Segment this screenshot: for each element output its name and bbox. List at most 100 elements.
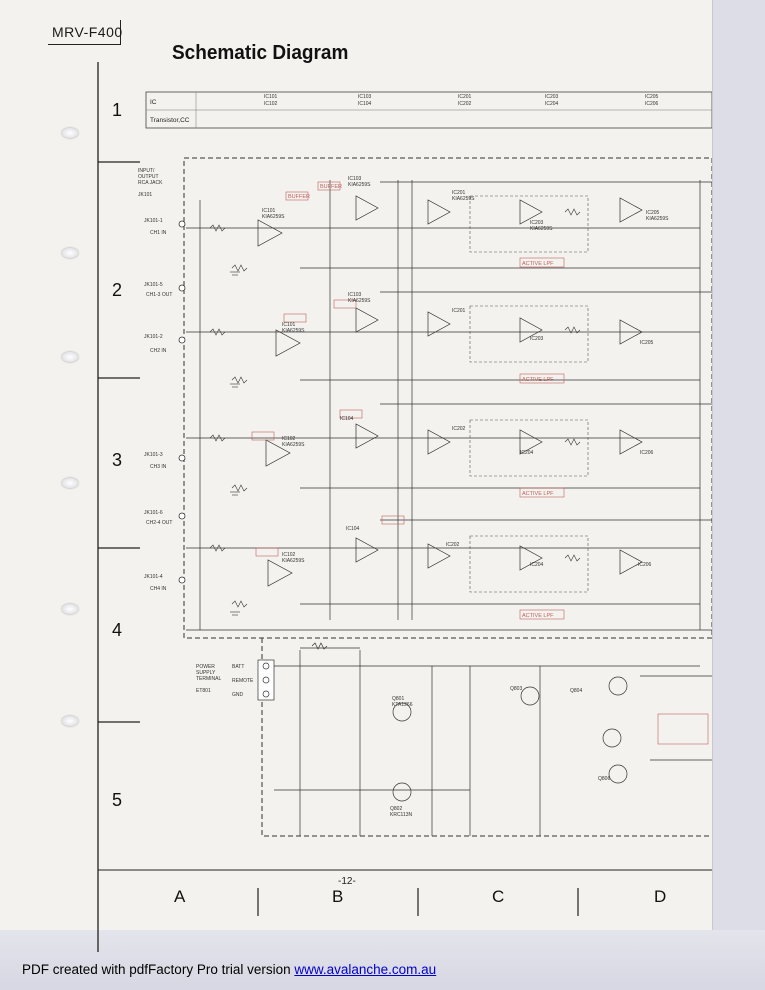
grid-row-4: 4 [112, 620, 123, 640]
svg-text:KIA6259S: KIA6259S [282, 442, 305, 448]
svg-text:IC204: IC204 [520, 450, 534, 456]
svg-text:IC202: IC202 [446, 542, 460, 548]
grid-row-2: 2 [112, 280, 123, 300]
svg-text:BUFFER: BUFFER [320, 184, 342, 190]
page-bottom-band [0, 930, 765, 990]
svg-text:Q804: Q804 [570, 688, 582, 694]
svg-text:ET801: ET801 [196, 688, 211, 694]
binder-hole-3 [62, 352, 78, 362]
svg-text:KIA6259S: KIA6259S [348, 182, 371, 188]
svg-text:ACTIVE LPF: ACTIVE LPF [522, 491, 554, 497]
svg-text:INPUT/: INPUT/ [138, 168, 155, 174]
svg-text:IC206: IC206 [638, 562, 652, 568]
svg-text:IC101: IC101 [264, 94, 278, 100]
page-number: -12- [338, 876, 356, 887]
svg-text:BUFFER: BUFFER [288, 194, 310, 200]
svg-text:KIA6259S: KIA6259S [646, 216, 669, 222]
svg-text:IC206: IC206 [640, 450, 654, 456]
svg-text:KRC113N: KRC113N [390, 812, 413, 818]
binder-hole-4 [62, 478, 78, 488]
svg-text:ACTIVE LPF: ACTIVE LPF [522, 613, 554, 619]
svg-text:REMOTE: REMOTE [232, 678, 254, 684]
svg-text:KIA6259S: KIA6259S [282, 328, 305, 334]
svg-text:KTA1266: KTA1266 [392, 702, 413, 708]
svg-text:IC201: IC201 [452, 190, 466, 196]
svg-text:KIA6259S: KIA6259S [348, 298, 371, 304]
svg-text:IC201: IC201 [458, 94, 472, 100]
grid-col-b: B [332, 887, 344, 906]
svg-text:IC102: IC102 [282, 436, 296, 442]
svg-text:IC102: IC102 [282, 552, 296, 558]
svg-text:OUTPUT: OUTPUT [138, 174, 159, 180]
svg-text:JK101-1: JK101-1 [144, 218, 163, 224]
grid-row-3: 3 [112, 450, 123, 470]
svg-text:Transistor,CC: Transistor,CC [150, 117, 190, 124]
svg-text:IC204: IC204 [545, 101, 559, 107]
svg-text:SUPPLY: SUPPLY [196, 670, 216, 676]
svg-text:CH1-3 OUT: CH1-3 OUT [146, 292, 172, 298]
grid-row-5: 5 [112, 790, 123, 810]
svg-text:IC104: IC104 [346, 526, 360, 532]
pdf-footer: PDF created with pdfFactory Pro trial ve… [22, 962, 436, 977]
svg-text:IC205: IC205 [640, 340, 654, 346]
svg-text:CH3 IN: CH3 IN [150, 464, 167, 470]
svg-text:POWER: POWER [196, 664, 215, 670]
svg-text:TERMINAL: TERMINAL [196, 676, 222, 682]
svg-text:ACTIVE LPF: ACTIVE LPF [522, 377, 554, 383]
svg-text:JK101-5: JK101-5 [144, 282, 163, 288]
footer-text: PDF created with pdfFactory Pro trial ve… [22, 962, 295, 977]
grid-col-d: D [654, 887, 667, 906]
svg-text:KIA6259S: KIA6259S [452, 196, 475, 202]
svg-text:IC103: IC103 [348, 176, 362, 182]
svg-text:RCA JACK: RCA JACK [138, 180, 163, 186]
svg-text:IC204: IC204 [530, 562, 544, 568]
svg-text:IC103: IC103 [348, 292, 362, 298]
schematic-sheet [0, 0, 713, 962]
binder-hole-6 [62, 716, 78, 726]
svg-text:KIA6259S: KIA6259S [530, 226, 553, 232]
svg-text:JK101-3: JK101-3 [144, 452, 163, 458]
svg-text:BATT: BATT [232, 664, 244, 670]
binder-hole-1 [62, 128, 78, 138]
binder-hole-2 [62, 248, 78, 258]
svg-text:IC104: IC104 [358, 101, 372, 107]
svg-text:CH2-4 OUT: CH2-4 OUT [146, 520, 172, 526]
grid-col-c: C [492, 887, 505, 906]
svg-text:IC205: IC205 [646, 210, 660, 216]
svg-text:Q801: Q801 [392, 696, 404, 702]
binder-hole-5 [62, 604, 78, 614]
svg-text:JK101: JK101 [138, 192, 152, 198]
svg-text:IC104: IC104 [340, 416, 354, 422]
svg-text:IC101: IC101 [282, 322, 296, 328]
svg-text:JK101-6: JK101-6 [144, 510, 163, 516]
svg-text:ACTIVE LPF: ACTIVE LPF [522, 261, 554, 267]
svg-text:IC102: IC102 [264, 101, 278, 107]
page-title: Schematic Diagram [172, 42, 349, 64]
svg-text:Q806: Q806 [598, 776, 610, 782]
svg-text:IC201: IC201 [452, 308, 466, 314]
svg-text:KIA6259S: KIA6259S [262, 214, 285, 220]
svg-text:CH1 IN: CH1 IN [150, 230, 167, 236]
svg-text:IC203: IC203 [530, 220, 544, 226]
svg-text:IC103: IC103 [358, 94, 372, 100]
grid-col-a: A [174, 887, 186, 906]
svg-text:IC205: IC205 [645, 94, 659, 100]
svg-text:IC206: IC206 [645, 101, 659, 107]
svg-text:IC203: IC203 [530, 336, 544, 342]
svg-text:CH2 IN: CH2 IN [150, 348, 167, 354]
svg-text:Q803: Q803 [510, 686, 522, 692]
grid-row-1: 1 [112, 100, 123, 120]
svg-text:IC202: IC202 [452, 426, 466, 432]
svg-text:KIA6259S: KIA6259S [282, 558, 305, 564]
footer-link[interactable]: www.avalanche.com.au [294, 962, 437, 977]
schematic-diagram: IC Transistor,CC IC101 IC103 IC201 IC203… [97, 62, 712, 952]
svg-text:GND: GND [232, 692, 244, 698]
model-tag: MRV-F400 [52, 24, 123, 40]
svg-text:JK101-4: JK101-4 [144, 574, 163, 580]
svg-text:IC202: IC202 [458, 101, 472, 107]
svg-text:IC: IC [150, 99, 157, 106]
svg-text:IC203: IC203 [545, 94, 559, 100]
svg-text:JK101-2: JK101-2 [144, 334, 163, 340]
svg-text:IC101: IC101 [262, 208, 276, 214]
svg-text:CH4 IN: CH4 IN [150, 586, 167, 592]
